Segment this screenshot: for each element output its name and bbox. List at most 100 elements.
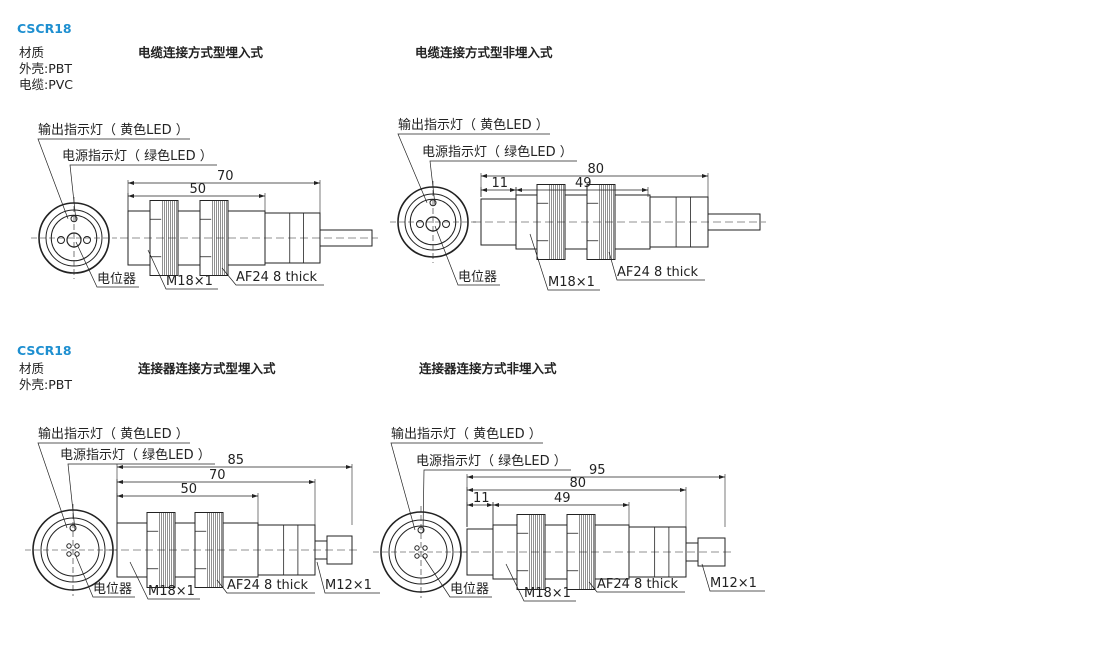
dimension-arrow <box>467 488 473 492</box>
thread-leader <box>505 563 576 602</box>
connector-pin <box>66 543 72 549</box>
dimension-label: 49 <box>575 176 592 191</box>
dimension-label: 85 <box>228 453 245 468</box>
drawing-title: 连接器连接方式型埋入式 <box>138 361 276 376</box>
output-led-leader <box>37 442 190 529</box>
output-led-label: 输出指示灯（ 黄色LED ） <box>38 426 189 442</box>
drawing-title: 电缆连接方式型埋入式 <box>138 45 264 60</box>
dimension-arrow <box>128 194 134 198</box>
output-led-label: 输出指示灯（ 黄色LED ） <box>391 426 542 442</box>
led-icon <box>57 236 65 244</box>
potentiometer-label: 电位器 <box>97 272 136 287</box>
dimension-arrow <box>467 475 473 479</box>
dimension-arrow <box>117 465 123 469</box>
potentiometer-leader <box>74 553 135 598</box>
nut-label: AF24 8 thick <box>617 265 699 280</box>
nut-label: AF24 8 thick <box>236 270 318 285</box>
dimension-arrow <box>487 503 493 507</box>
material-label: 材质 <box>19 361 45 376</box>
dimension-arrow <box>117 494 123 498</box>
nut-leader <box>221 267 324 286</box>
output-led-leader <box>37 138 190 219</box>
power-led-label: 电源指示灯（ 绿色LED ） <box>422 144 573 160</box>
connector-leader <box>316 561 380 594</box>
nut-leader <box>608 251 705 281</box>
cable-material: 电缆:PVC <box>19 77 74 92</box>
dimension-arrow <box>642 188 648 192</box>
dimension-arrow <box>467 503 473 507</box>
dimension-label: 11 <box>492 176 509 191</box>
model-name: CSCR18 <box>17 21 72 36</box>
output-led-leader <box>390 442 543 531</box>
dimension-label: 80 <box>570 476 587 491</box>
thread-leader <box>129 561 200 600</box>
dimension-arrow <box>309 480 315 484</box>
thread-leader <box>529 233 600 291</box>
nut-label: AF24 8 thick <box>227 578 309 593</box>
drawing-title: 连接器连接方式非埋入式 <box>419 361 557 376</box>
thread-leader <box>147 249 218 290</box>
dimension-arrow <box>128 181 134 185</box>
dimension-label: 80 <box>588 162 605 177</box>
led-icon <box>416 220 424 228</box>
connector-pin <box>74 551 80 557</box>
connector-label: M12×1 <box>325 578 372 593</box>
dimension-label: 70 <box>217 169 234 184</box>
thread-label: M18×1 <box>166 274 213 289</box>
connector-leader <box>701 563 765 592</box>
connector-pin <box>422 545 428 551</box>
nut-leader <box>216 579 315 594</box>
dimension-label: 49 <box>554 491 571 506</box>
connector-label: M12×1 <box>710 576 757 591</box>
power-led-leader <box>69 164 217 221</box>
dimension-arrow <box>516 188 522 192</box>
power-led-label: 电源指示灯（ 绿色LED ） <box>416 453 567 469</box>
dimension-label: 50 <box>181 482 198 497</box>
dimension-label: 11 <box>473 491 490 506</box>
dimension-label: 50 <box>190 182 207 197</box>
potentiometer-label: 电位器 <box>93 582 132 597</box>
dimension-label: 70 <box>209 468 226 483</box>
dimension-arrow <box>481 174 487 178</box>
housing-material: 外壳:PBT <box>19 61 72 76</box>
housing-material: 外壳:PBT <box>19 377 72 392</box>
power-led-leader <box>429 160 577 205</box>
power-led-leader <box>422 469 571 533</box>
dimension-arrow <box>623 503 629 507</box>
drawing-title: 电缆连接方式型非埋入式 <box>415 45 553 60</box>
dimension-arrow <box>702 174 708 178</box>
power-led-label: 电源指示灯（ 绿色LED ） <box>60 447 211 463</box>
dimension-arrow <box>481 188 487 192</box>
connector-pin <box>422 553 428 559</box>
dimension-arrow <box>117 480 123 484</box>
connector-pin <box>414 545 420 551</box>
dimension-arrow <box>252 494 258 498</box>
connector-pin <box>66 551 72 557</box>
potentiometer-label: 电位器 <box>458 270 497 285</box>
material-label: 材质 <box>19 45 45 60</box>
dimension-arrow <box>680 488 686 492</box>
thread-label: M18×1 <box>148 584 195 599</box>
led-icon <box>442 220 450 228</box>
thread-label: M18×1 <box>548 275 595 290</box>
nut-leader <box>588 581 685 593</box>
power-led-label: 电源指示灯（ 绿色LED ） <box>62 148 213 164</box>
dimension-arrow <box>719 475 725 479</box>
potentiometer-leader <box>434 225 500 286</box>
potentiometer-label: 电位器 <box>450 582 489 597</box>
nut-label: AF24 8 thick <box>597 577 679 592</box>
output-led-label: 输出指示灯（ 黄色LED ） <box>398 117 549 133</box>
dimension-arrow <box>314 181 320 185</box>
potentiometer-leader <box>422 555 492 598</box>
connector-pin <box>74 543 80 549</box>
dimension-label: 95 <box>589 463 606 478</box>
connector-pin <box>414 553 420 559</box>
power-led-leader <box>67 463 215 531</box>
output-led-leader <box>397 133 550 203</box>
model-name: CSCR18 <box>17 343 72 358</box>
output-led-label: 输出指示灯（ 黄色LED ） <box>38 122 189 138</box>
potentiometer-leader <box>75 241 139 288</box>
dimension-arrow <box>510 188 516 192</box>
